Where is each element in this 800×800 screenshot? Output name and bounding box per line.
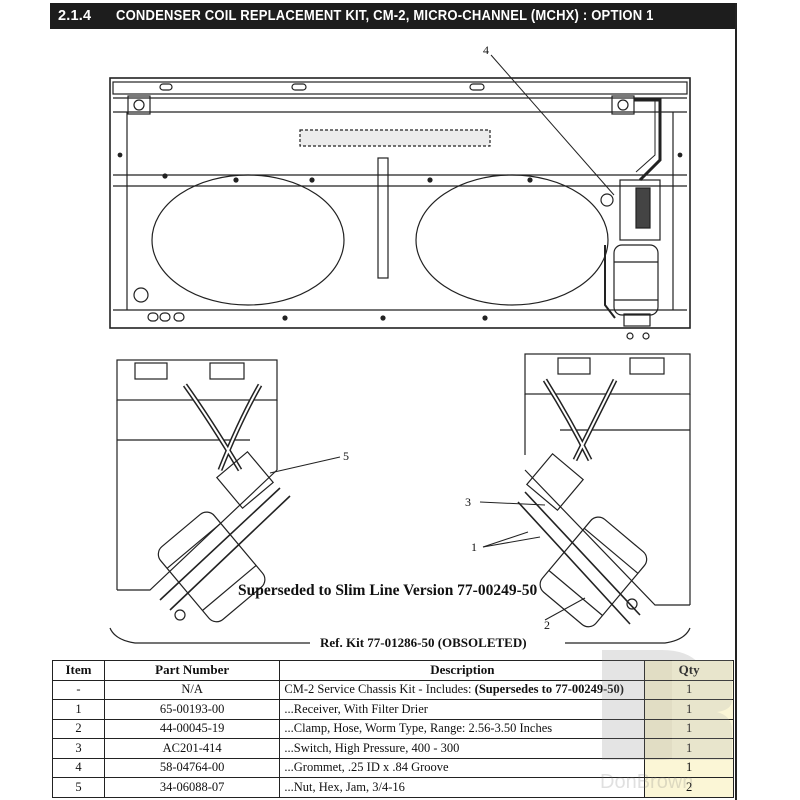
- cell-item: 1: [52, 699, 105, 720]
- cell-qty: 1: [644, 699, 734, 720]
- cell-qty: 1: [644, 757, 734, 778]
- header-item: Item: [52, 660, 105, 681]
- desc-text: CM-2 Service Chassis Kit - Includes:: [284, 682, 475, 697]
- table-row: 4 58-04764-00 ...Grommet, .25 ID x .84 G…: [52, 757, 734, 778]
- cell-qty: 2: [644, 777, 734, 798]
- cell-item: -: [52, 679, 105, 700]
- cell-item: 4: [52, 757, 105, 778]
- page-frame-border: [735, 3, 737, 800]
- header-qty: Qty: [644, 660, 734, 681]
- cell-part: 44-00045-19: [103, 718, 281, 739]
- table-header-row: Item Part Number Description Qty: [52, 660, 734, 681]
- desc-bold: (Supersedes to 77-00249-50): [474, 682, 624, 697]
- cell-part: N/A: [103, 679, 281, 700]
- table-row: - N/A CM-2 Service Chassis Kit - Include…: [52, 679, 734, 700]
- cell-desc: ...Switch, High Pressure, 400 - 300: [279, 738, 646, 759]
- section-title: CONDENSER COIL REPLACEMENT KIT, CM-2, MI…: [116, 8, 654, 24]
- section-number: 2.1.4: [58, 8, 92, 24]
- table-row: 1 65-00193-00 ...Receiver, With Filter D…: [52, 699, 734, 720]
- cell-part: 65-00193-00: [103, 699, 281, 720]
- cell-item: 5: [52, 777, 105, 798]
- cell-part: 58-04764-00: [103, 757, 281, 778]
- header-part-number: Part Number: [103, 660, 281, 681]
- table-row: 5 34-06088-07 ...Nut, Hex, Jam, 3/4-16 2: [52, 777, 734, 798]
- callout-3: 3: [465, 495, 471, 509]
- cell-part: AC201-414: [103, 738, 281, 759]
- callout-1: 1: [471, 540, 477, 554]
- cell-desc: ...Grommet, .25 ID x .84 Groove: [279, 757, 646, 778]
- technical-drawing: [109, 54, 691, 644]
- chassis-top-view: [109, 77, 691, 340]
- cell-qty: 1: [644, 679, 734, 700]
- cell-item: 3: [52, 738, 105, 759]
- cell-desc: CM-2 Service Chassis Kit - Includes: (Su…: [279, 679, 646, 700]
- section-header: 2.1.4 CONDENSER COIL REPLACEMENT KIT, CM…: [50, 3, 736, 29]
- cell-desc: ...Nut, Hex, Jam, 3/4-16: [279, 777, 646, 798]
- cell-desc: ...Clamp, Hose, Worm Type, Range: 2.56-3…: [279, 718, 646, 739]
- parts-table: Item Part Number Description Qty - N/A C…: [52, 660, 734, 798]
- callout-4: 4: [483, 43, 489, 57]
- cell-qty: 1: [644, 738, 734, 759]
- header-description: Description: [279, 660, 646, 681]
- cell-part: 34-06088-07: [103, 777, 281, 798]
- left-side-view: [116, 359, 291, 623]
- cell-qty: 1: [644, 718, 734, 739]
- callout-5: 5: [343, 449, 349, 463]
- table-row: 2 44-00045-19 ...Clamp, Hose, Worm Type,…: [52, 718, 734, 739]
- table-row: 3 AC201-414 ...Switch, High Pressure, 40…: [52, 738, 734, 759]
- right-side-view: [517, 353, 691, 628]
- callout-2: 2: [544, 618, 550, 632]
- cell-desc: ...Receiver, With Filter Drier: [279, 699, 646, 720]
- ref-kit-label: Ref. Kit 77-01286-50 (OBSOLETED): [320, 635, 527, 650]
- superseded-note: Superseded to Slim Line Version 77-00249…: [238, 582, 538, 599]
- cell-item: 2: [52, 718, 105, 739]
